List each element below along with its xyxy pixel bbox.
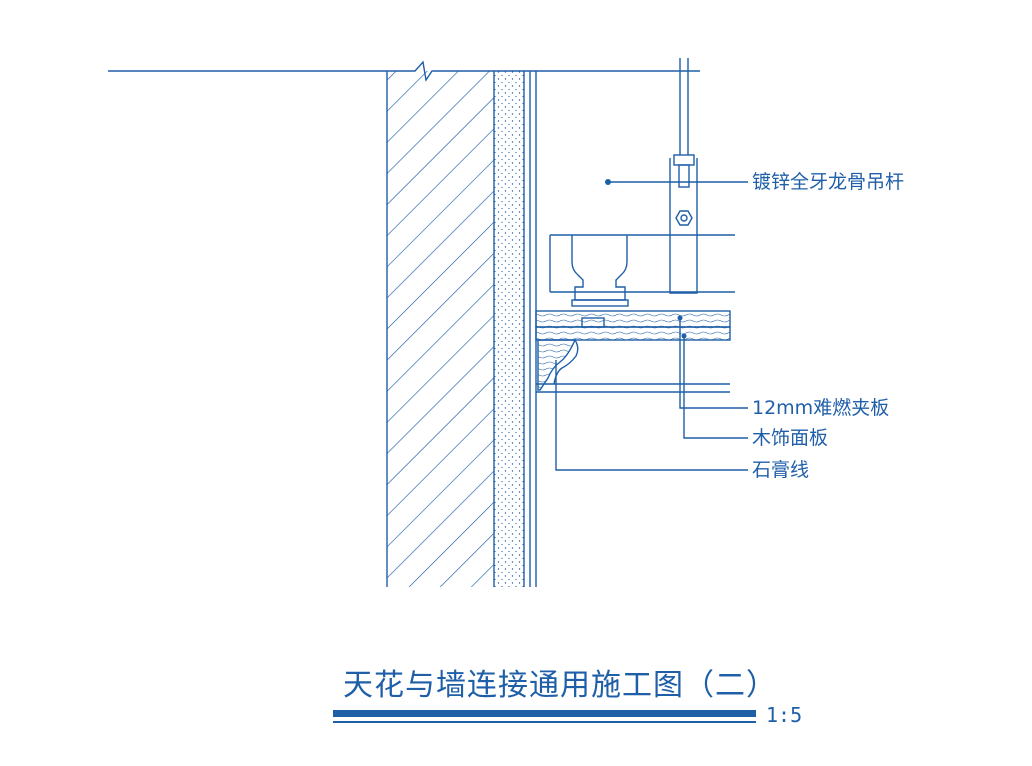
label-plywood: 12mm难燃夹板 [752, 397, 889, 419]
wall-section [386, 71, 495, 587]
leader-dot [677, 315, 683, 321]
drawing-title: 天花与墙连接通用施工图（二） [343, 668, 777, 703]
leader-dot [681, 333, 687, 339]
plaster-layer [494, 71, 537, 587]
leader-dot [605, 179, 611, 185]
label-wood-panel: 木饰面板 [752, 427, 828, 449]
leader-lines [555, 181, 748, 471]
hanger-rod [669, 58, 698, 294]
gypsum-cornice [537, 339, 579, 391]
plywood-layer [535, 310, 731, 328]
title-underline [333, 710, 756, 717]
wood-panel-layer [535, 326, 731, 341]
label-hanger-rod: 镀锌全牙龙骨吊杆 [752, 171, 904, 193]
drawing-scale: 1:5 [766, 703, 802, 727]
label-gypsum-line: 石膏线 [752, 458, 809, 481]
main-channel [549, 234, 735, 307]
